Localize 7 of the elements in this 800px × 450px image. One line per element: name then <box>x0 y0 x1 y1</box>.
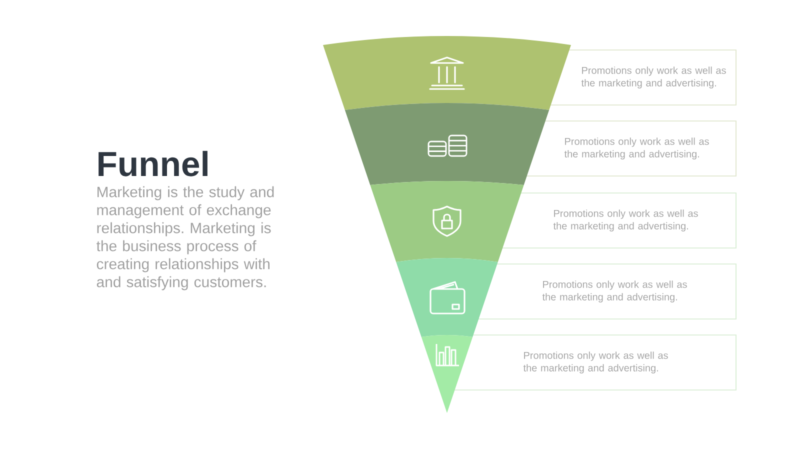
text-box: Promotions only work as well as the marketing and advertising. <box>476 263 737 320</box>
title: Funnel <box>98 150 208 176</box>
text-box: Promotions only work as well as the marketing and advertising. <box>524 120 737 177</box>
text-box: Promotions only work as well as the marketing and advertising. <box>548 49 737 106</box>
paragraph: Marketing is the study and management of exchange relationships. Marketing is the business process of creating relationships with and satisfying customers. <box>96 186 274 290</box>
text-box: Promotions only work as well as the marketing and advertising. <box>452 334 737 391</box>
text-box: Promotions only work as well as the marketing and advertising. <box>500 192 737 249</box>
